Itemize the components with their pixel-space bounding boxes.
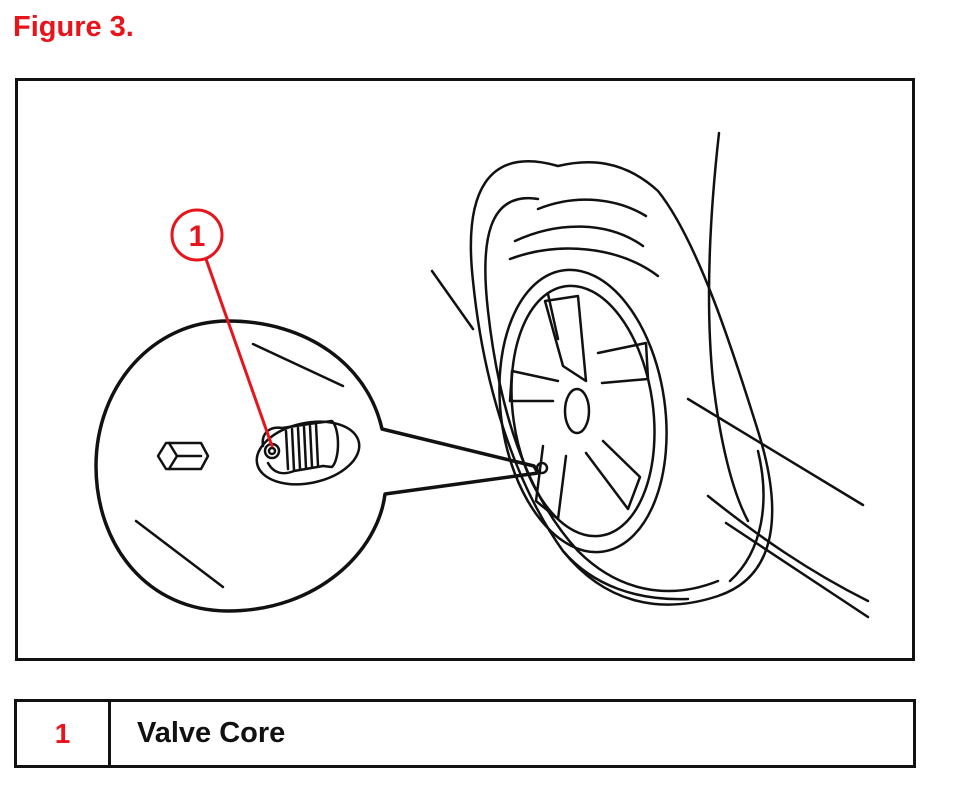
legend-row-label: Valve Core [137, 717, 286, 749]
bubble-glare-lines [134, 342, 345, 589]
callout-number: 1 [189, 220, 206, 253]
vehicle-body-lines [430, 131, 870, 619]
valve-stem-icon [255, 419, 361, 486]
figure-title: Figure 3. [13, 11, 134, 43]
callout-circle [170, 208, 224, 262]
legend-table: 1 Valve Core [14, 699, 916, 768]
legend-row-number: 1 [17, 702, 111, 765]
magnifier-bubble [94, 319, 540, 613]
wheel-rim [498, 268, 668, 554]
figure-frame: 1 [15, 78, 915, 661]
callout-1 [170, 208, 274, 448]
callout-leader-line [204, 257, 274, 448]
hex-nut-icon [156, 441, 210, 471]
tire [469, 160, 774, 606]
valve-core-diagram: 1 [94, 131, 870, 619]
